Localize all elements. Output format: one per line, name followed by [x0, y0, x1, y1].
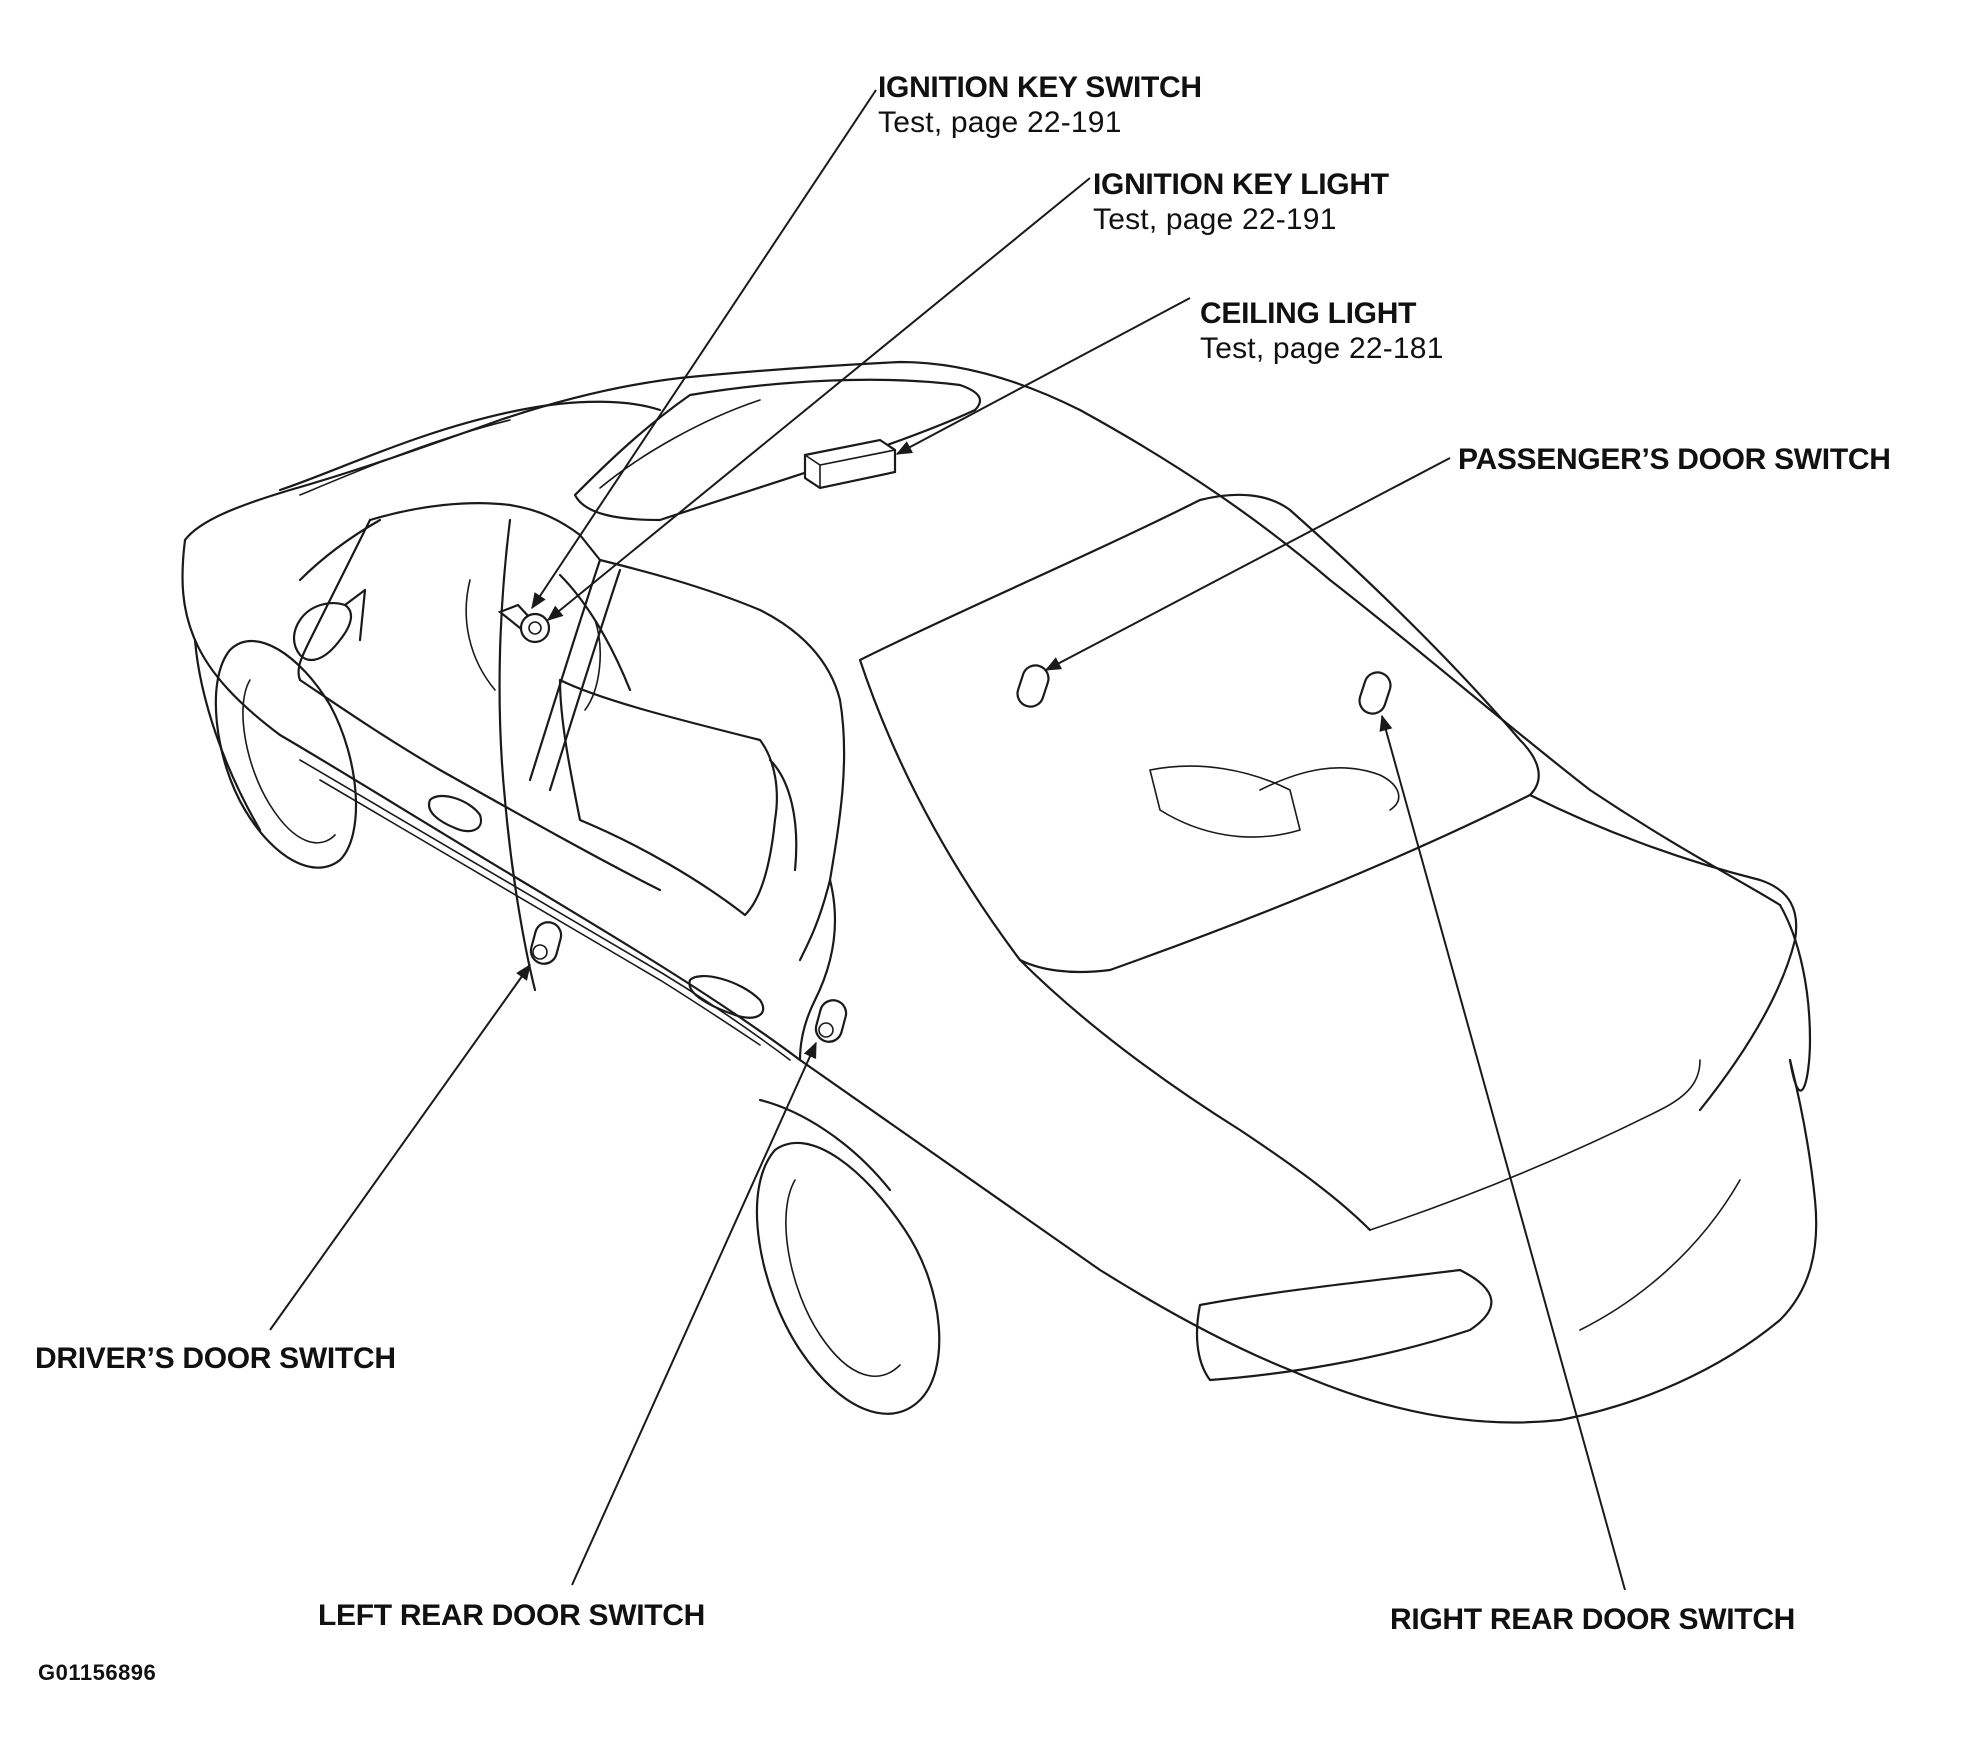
callout-ignition-key-light: IGNITION KEY LIGHT Test, page 22-191 — [1093, 167, 1389, 238]
leader-ignition-key-switch — [531, 89, 877, 610]
leader-drivers-door-switch — [269, 963, 531, 1331]
ignition-key-switch-ref: Test, page 22-191 — [878, 106, 1122, 140]
passengers-door-switch-part — [1016, 664, 1050, 708]
callout-ignition-key-switch: IGNITION KEY SWITCH Test, page 22-191 — [878, 70, 1202, 141]
leader-lines — [269, 89, 1626, 1591]
ceiling-light-ref: Test, page 22-181 — [1200, 332, 1444, 366]
ignition-key-part — [465, 579, 601, 711]
ceiling-light-part — [803, 438, 897, 490]
callout-passengers-door-switch: PASSENGER’S DOOR SWITCH — [1458, 442, 1891, 477]
leader-passengers-door-switch — [1044, 457, 1451, 671]
drivers-door-switch-part — [529, 921, 563, 965]
ignition-key-switch-label: IGNITION KEY SWITCH — [878, 71, 1202, 104]
ceiling-light-label: CEILING LIGHT — [1200, 297, 1417, 330]
right-rear-door-switch-label: RIGHT REAR DOOR SWITCH — [1390, 1603, 1796, 1636]
leader-left-rear-door-switch — [571, 1041, 817, 1586]
right-rear-door-switch-part — [1358, 671, 1392, 715]
callout-left-rear-door-switch: LEFT REAR DOOR SWITCH — [318, 1598, 705, 1633]
callout-drivers-door-switch: DRIVER’S DOOR SWITCH — [35, 1341, 396, 1376]
passengers-door-switch-label: PASSENGER’S DOOR SWITCH — [1458, 443, 1891, 476]
ignition-key-light-label: IGNITION KEY LIGHT — [1093, 168, 1389, 201]
left-rear-door-switch-label: LEFT REAR DOOR SWITCH — [318, 1599, 706, 1632]
ignition-key-light-ref: Test, page 22-191 — [1093, 203, 1337, 237]
leader-ignition-key-light — [546, 177, 1091, 621]
car-body — [181, 360, 1818, 1424]
leader-ceiling-light — [895, 297, 1191, 455]
figure-id: G01156896 — [38, 1660, 157, 1685]
left-rear-door-switch-part — [814, 999, 848, 1043]
drivers-door-switch-label: DRIVER’S DOOR SWITCH — [35, 1342, 396, 1375]
callout-ceiling-light: CEILING LIGHT Test, page 22-181 — [1200, 296, 1444, 367]
leader-right-rear-door-switch — [1379, 714, 1626, 1591]
callout-right-rear-door-switch: RIGHT REAR DOOR SWITCH — [1390, 1602, 1795, 1637]
